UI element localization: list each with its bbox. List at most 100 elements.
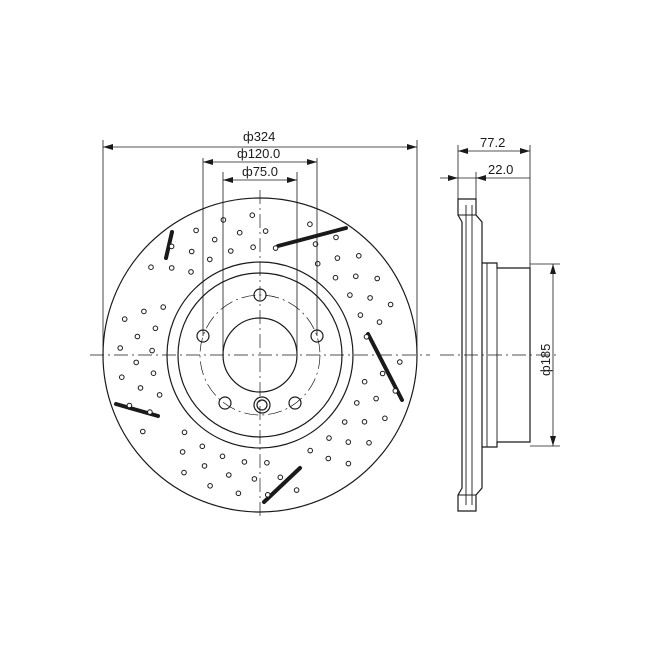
drilled-hole	[366, 440, 372, 446]
drilled-hole	[249, 212, 256, 218]
drilled-hole	[168, 265, 175, 271]
bolt-hole	[288, 396, 302, 410]
outer-diameter-dimension: ф324	[102, 129, 418, 355]
drilled-hole	[133, 359, 139, 366]
drilled-hole	[307, 447, 314, 454]
arrow-head	[520, 148, 530, 154]
drilled-hole	[160, 304, 166, 310]
drilled-hole	[367, 295, 373, 301]
arrow-head	[550, 264, 556, 274]
drilled-hole	[207, 256, 213, 263]
outer-diameter-label: ф324	[243, 129, 275, 144]
drilled-hole	[150, 370, 157, 377]
drilled-hole	[152, 325, 159, 332]
arrow-head	[203, 159, 213, 165]
hat-profile	[482, 262, 531, 448]
drilled-hole	[168, 243, 175, 250]
disc-slots	[114, 226, 404, 504]
drilled-hole	[228, 248, 234, 254]
slot-groove	[164, 230, 174, 260]
drilled-hole	[373, 395, 379, 402]
drilled-hole	[376, 319, 383, 325]
drilled-hole	[226, 472, 232, 478]
drilled-hole	[374, 275, 381, 282]
drilled-hole	[250, 244, 256, 250]
drilled-hole	[241, 459, 248, 465]
drilled-hole	[363, 334, 370, 340]
locating-hole-inner	[256, 399, 268, 411]
side-view: 77.2 22.0 ф185	[440, 135, 560, 512]
drilled-hole	[134, 333, 141, 340]
center-bore-label: ф75.0	[242, 164, 278, 179]
arrow-head	[458, 148, 468, 154]
drilled-hole	[345, 460, 352, 467]
drilled-hole	[211, 236, 218, 243]
drilled-hole	[201, 463, 208, 469]
arrow-head	[407, 144, 417, 150]
drilled-hole	[137, 385, 144, 391]
drilled-hole	[387, 301, 394, 308]
drilled-hole	[141, 308, 147, 315]
drilled-hole	[345, 439, 352, 445]
drilled-hole	[126, 402, 133, 409]
arrow-head	[223, 177, 233, 183]
drilled-hole	[119, 374, 125, 381]
drilled-hole	[117, 345, 123, 351]
drilled-hole	[326, 435, 332, 441]
bolt-circle-label: ф120.0	[237, 146, 280, 161]
bolt-hole	[253, 288, 267, 302]
drilled-hole	[188, 248, 195, 255]
drilled-hole	[347, 292, 353, 298]
overall-height-label: 77.2	[480, 135, 505, 150]
drilled-hole	[332, 274, 339, 281]
drilled-hole	[181, 469, 187, 476]
hat-diameter-dimension: ф185	[530, 263, 560, 447]
drilled-hole	[356, 253, 362, 259]
drilled-hole	[325, 455, 332, 462]
locating-hole	[253, 396, 271, 414]
drilled-hole	[277, 474, 284, 481]
drilled-hole	[264, 460, 270, 466]
drilled-hole	[307, 221, 313, 227]
disc-thickness-label: 22.0	[488, 162, 513, 177]
drilled-hole	[199, 443, 206, 450]
drilled-hole	[361, 378, 368, 385]
bolt-circle-dimension: ф120.0	[202, 146, 318, 336]
drilled-hole	[147, 409, 153, 415]
drilled-hole	[236, 229, 243, 236]
slot-groove	[276, 226, 348, 248]
drilled-hole	[149, 347, 155, 354]
drilled-hole	[193, 227, 199, 234]
bolt-hole	[218, 396, 232, 410]
bolt-circle	[199, 294, 321, 416]
drilled-hole	[140, 428, 146, 435]
hat-outer-edge	[177, 272, 343, 438]
arrow-head	[448, 175, 458, 181]
drilled-hole	[264, 492, 271, 498]
drilled-hole	[379, 370, 386, 377]
drilled-hole	[361, 419, 368, 425]
drilled-hole	[334, 255, 341, 261]
drilled-hole	[207, 483, 213, 489]
overall-height-dimension: 77.2	[457, 135, 531, 268]
drilled-hole	[181, 429, 188, 436]
arrow-head	[287, 177, 297, 183]
drilled-hole	[148, 264, 154, 271]
center-bore-dimension: ф75.0	[222, 164, 298, 355]
drilled-hole	[354, 400, 360, 406]
drilled-hole	[272, 245, 279, 251]
drilled-hole	[397, 359, 403, 365]
drilled-hole	[333, 234, 339, 241]
drilled-hole	[392, 388, 399, 394]
friction-ring-inner-edge	[166, 261, 354, 449]
drilled-hole	[219, 453, 226, 460]
arrow-head	[550, 436, 556, 446]
drilled-hole	[235, 490, 242, 497]
drilled-hole	[357, 312, 364, 318]
hat-diameter-label: ф185	[538, 344, 553, 376]
drilled-holes	[117, 212, 403, 498]
drilled-hole	[188, 269, 194, 275]
drilled-hole	[179, 449, 186, 455]
drilled-hole	[262, 228, 269, 234]
